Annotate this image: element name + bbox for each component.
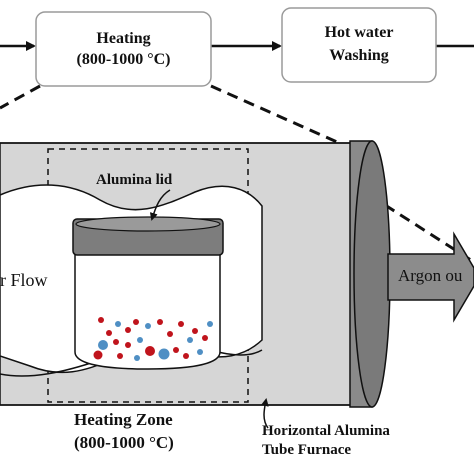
heating-step-title: Heating [96,30,151,47]
heating-zone-title: Heating Zone [74,410,173,429]
washing-step-line1: Hot water [324,24,394,41]
heating-step-range: (800-1000 °C) [76,51,171,68]
furnace-label-line1: Horizontal Alumina [262,423,390,439]
lid-pointer-arrow [149,189,171,221]
zoom-line-right-top [210,84,356,152]
heating-zone-boundary [47,148,249,403]
heating-zone-range: (800-1000 °C) [74,433,174,452]
washing-step-line2: Washing [329,47,389,64]
tube-end-cap [353,140,391,408]
flow-in-label: r Flow [0,270,48,290]
alumina-lid-top [75,216,221,232]
argon-out-label: Argon ou [398,266,463,285]
crucible [74,237,221,370]
argon-outlet-arrow [387,231,474,323]
lid-label: Alumina lid [96,172,173,188]
heating-step-box [35,11,212,87]
washing-step-box [281,7,437,83]
particle-mixture [93,317,213,361]
furnace-label-line2: Tube Furnace [262,442,352,458]
zoom-line-left [0,84,41,110]
furnace-pointer-arrow [260,398,269,429]
